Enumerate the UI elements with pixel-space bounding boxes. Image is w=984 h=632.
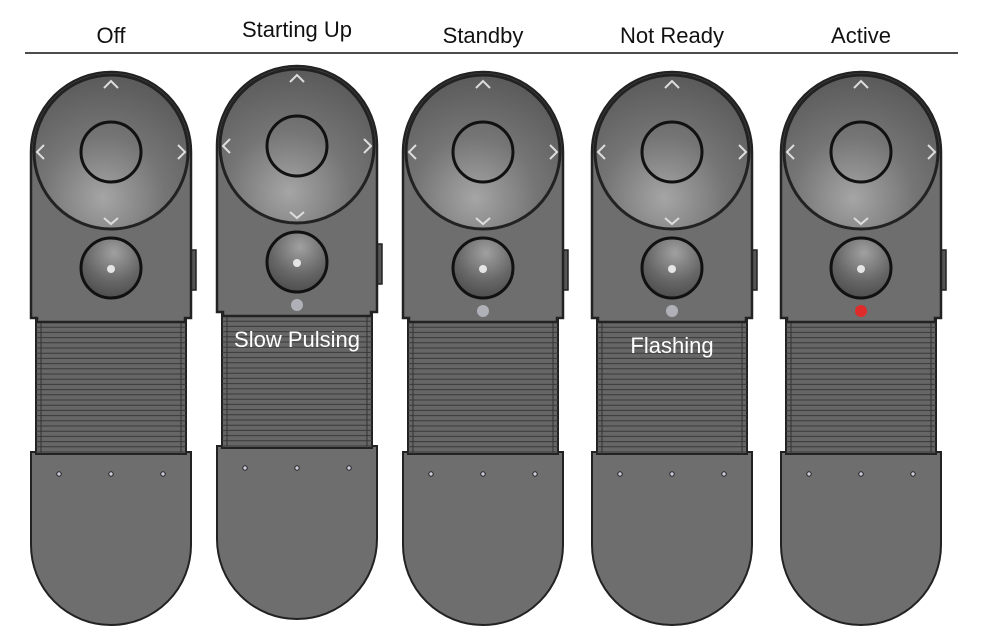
action-button-dot	[479, 265, 487, 273]
mic-hole	[108, 471, 114, 477]
ribbed-grip	[35, 315, 187, 455]
bottom-cap	[30, 451, 192, 626]
mic-hole	[346, 465, 352, 471]
ribbed-grip	[407, 315, 559, 455]
chevron-up-icon[interactable]	[853, 79, 869, 89]
dpad[interactable]	[404, 73, 562, 231]
mic-hole	[858, 471, 864, 477]
chevron-up-icon[interactable]	[475, 79, 491, 89]
mic-hole	[806, 471, 812, 477]
dpad[interactable]	[32, 73, 190, 231]
chevron-down-icon[interactable]	[853, 217, 869, 226]
chevron-up-icon[interactable]	[289, 73, 305, 83]
dpad[interactable]	[218, 67, 376, 225]
action-button-dot	[668, 265, 676, 273]
remote-starting-up: Starting Up Slow Pulsing	[215, 17, 383, 620]
bottom-cap	[780, 451, 942, 626]
state-label: Not Ready	[620, 23, 724, 48]
led-behavior-label: Flashing	[630, 333, 713, 358]
state-label: Off	[97, 23, 127, 48]
dpad-center-button[interactable]	[829, 120, 893, 184]
bottom-cap	[591, 451, 753, 626]
mic-hole	[532, 471, 538, 477]
action-button-dot	[857, 265, 865, 273]
chevron-right-icon[interactable]	[177, 144, 187, 160]
chevron-left-icon[interactable]	[785, 144, 795, 160]
mic-hole	[669, 471, 675, 477]
dpad-center-button[interactable]	[79, 120, 143, 184]
bottom-cap	[216, 445, 378, 620]
remote-standby: Standby	[401, 23, 569, 626]
mic-hole	[294, 465, 300, 471]
chevron-down-icon[interactable]	[289, 211, 305, 220]
action-button-dot	[107, 265, 115, 273]
chevron-right-icon[interactable]	[549, 144, 559, 160]
mic-hole	[242, 465, 248, 471]
chevron-right-icon[interactable]	[363, 138, 373, 154]
ribbed-grip	[785, 315, 937, 455]
dpad-center-button[interactable]	[265, 114, 329, 178]
mic-hole	[721, 471, 727, 477]
dpad[interactable]	[593, 73, 751, 231]
chevron-right-icon[interactable]	[738, 144, 748, 160]
chevron-down-icon[interactable]	[475, 217, 491, 226]
mic-hole	[617, 471, 623, 477]
chevron-up-icon[interactable]	[103, 79, 119, 89]
dpad-center-button[interactable]	[451, 120, 515, 184]
mic-hole	[910, 471, 916, 477]
chevron-left-icon[interactable]	[35, 144, 45, 160]
chevron-left-icon[interactable]	[407, 144, 417, 160]
dpad-center-button[interactable]	[640, 120, 704, 184]
chevron-left-icon[interactable]	[596, 144, 606, 160]
status-led	[666, 305, 678, 317]
chevron-right-icon[interactable]	[927, 144, 937, 160]
mic-hole	[480, 471, 486, 477]
status-led	[477, 305, 489, 317]
state-label: Active	[831, 23, 891, 48]
action-button-dot	[293, 259, 301, 267]
dpad[interactable]	[782, 73, 940, 231]
chevron-left-icon[interactable]	[221, 138, 231, 154]
status-led	[291, 299, 303, 311]
state-label: Starting Up	[242, 17, 352, 42]
chevron-down-icon[interactable]	[664, 217, 680, 226]
remote-off: Off	[29, 23, 197, 626]
chevron-up-icon[interactable]	[664, 79, 680, 89]
bottom-cap	[402, 451, 564, 626]
mic-hole	[56, 471, 62, 477]
mic-hole	[160, 471, 166, 477]
chevron-down-icon[interactable]	[103, 217, 119, 226]
status-led	[855, 305, 867, 317]
state-label: Standby	[443, 23, 524, 48]
led-behavior-label: Slow Pulsing	[234, 327, 360, 352]
remote-active: Active	[779, 23, 947, 626]
mic-hole	[428, 471, 434, 477]
